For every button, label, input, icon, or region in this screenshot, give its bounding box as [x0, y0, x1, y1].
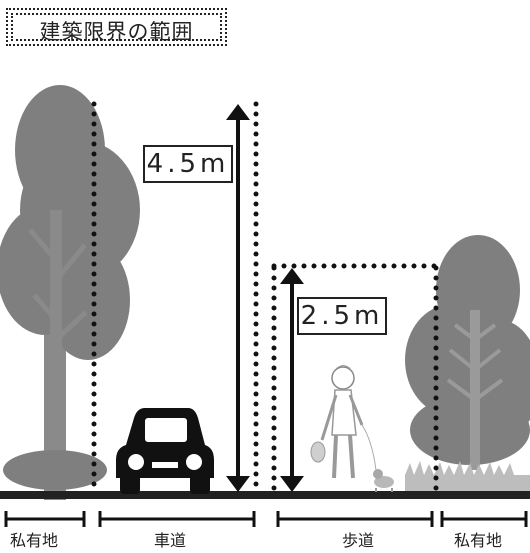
- car-icon: [116, 408, 214, 494]
- zone-label-private-left: 私有地: [8, 527, 61, 551]
- dog-icon: [373, 469, 394, 492]
- title-frame: 建築限界の範囲: [6, 8, 227, 46]
- zone-label-private-right: 私有地: [452, 527, 505, 551]
- left-tree: [0, 85, 140, 500]
- right-tree: [405, 235, 530, 470]
- zone-label-roadway: 車道: [150, 527, 191, 551]
- zone-label-sidewalk: 歩道: [338, 527, 379, 551]
- sidewalk-height-arrow: [280, 268, 304, 492]
- clearance-boundaries: [91, 101, 439, 493]
- zone-brackets: [4, 511, 528, 527]
- grass-strip: [405, 461, 530, 492]
- roadway-height-arrow: [226, 104, 250, 492]
- roadway-height-label: 4.5m: [143, 145, 233, 183]
- ground-line: [0, 491, 530, 499]
- pedestrian-icon: [310, 365, 377, 479]
- sidewalk-height-label: 2.5m: [297, 297, 387, 335]
